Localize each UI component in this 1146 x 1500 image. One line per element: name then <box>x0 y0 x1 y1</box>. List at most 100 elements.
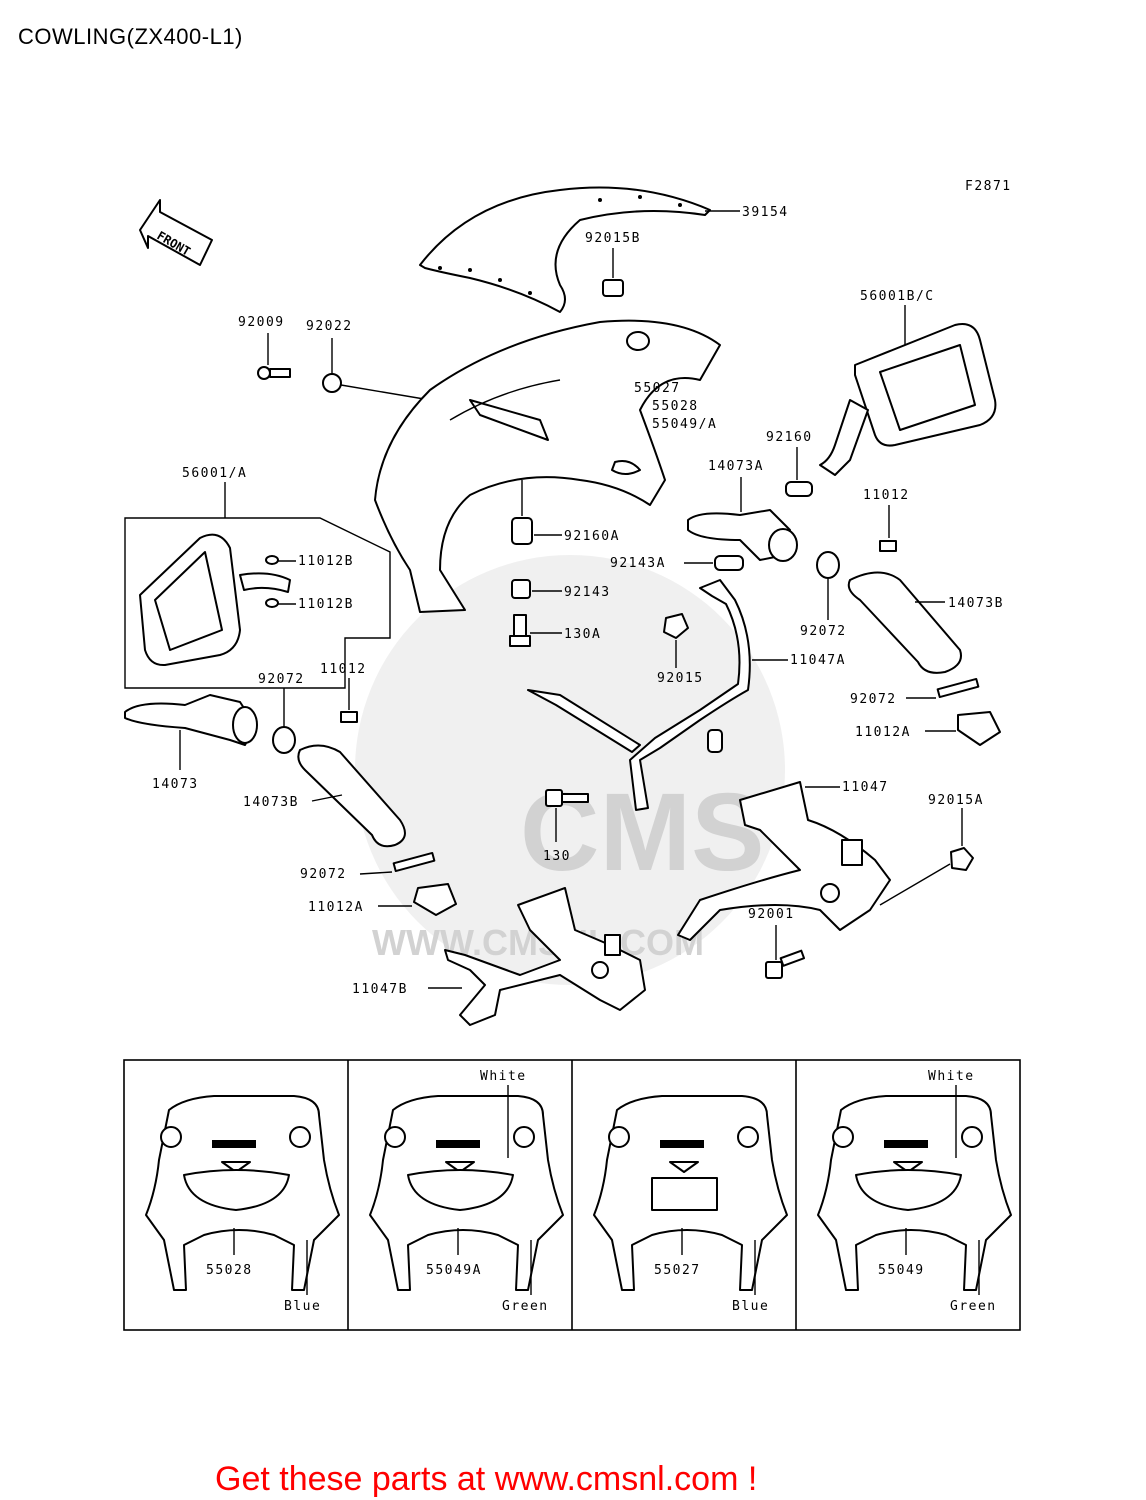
air-intake-icon <box>221 1161 251 1173</box>
headlight-left-icon <box>608 1126 630 1148</box>
upper-cowl-part <box>419 186 711 313</box>
variant-colour-label: Blue <box>732 1299 769 1314</box>
front-arrow-icon: FRONT <box>139 199 213 266</box>
label-11012-left: 11012 <box>320 662 367 677</box>
air-intake-icon <box>893 1161 923 1173</box>
label-14073B-right: 14073B <box>948 596 1004 611</box>
label-55027: 55027 <box>634 381 681 396</box>
number-plate-area <box>855 1169 962 1211</box>
number-plate-area <box>183 1169 290 1211</box>
nut-92015A-part <box>950 847 974 871</box>
label-55028: 55028 <box>652 399 699 414</box>
pin-92072-right-part <box>936 677 980 699</box>
left-mirror-inset <box>124 517 391 689</box>
headlight-right-icon <box>961 1126 983 1148</box>
label-14073A: 14073A <box>708 459 764 474</box>
variant-colour-label: Green <box>502 1299 549 1314</box>
label-14073: 14073 <box>152 777 199 792</box>
variant-part-label: 55049A <box>426 1263 482 1278</box>
badge-logo-icon <box>884 1140 928 1148</box>
variant-colour-label: Blue <box>284 1299 321 1314</box>
air-intake-icon <box>445 1161 475 1173</box>
label-11047A: 11047A <box>790 653 846 668</box>
label-55049A: 55049/A <box>652 417 717 432</box>
label-92160: 92160 <box>766 430 813 445</box>
stay-11047A-part <box>527 579 751 811</box>
hose-14073B-right-part <box>847 571 962 674</box>
color-variants-table <box>123 1059 1021 1331</box>
label-92015B: 92015B <box>585 231 641 246</box>
label-130A: 130A <box>564 627 601 642</box>
clamp-92072-left-part <box>272 726 296 754</box>
label-11047: 11047 <box>842 780 889 795</box>
right-mirror-part <box>819 323 997 476</box>
label-92015A: 92015A <box>928 793 984 808</box>
footer-promo-link[interactable]: Get these parts at www.cmsnl.com ! <box>215 1460 757 1498</box>
label-11012B-1: 11012B <box>298 554 354 569</box>
pad-11012-right-part <box>879 540 897 552</box>
pad-11012-left-part <box>340 711 358 723</box>
bolt-130A-part <box>509 614 531 647</box>
figure-code: F2871 <box>965 179 1012 194</box>
label-92072-right: 92072 <box>800 624 847 639</box>
headlight-left-icon <box>384 1126 406 1148</box>
cap-11012A-right-part <box>957 711 1001 746</box>
headlight-left-icon <box>160 1126 182 1148</box>
label-92015: 92015 <box>657 671 704 686</box>
cap-11012A-left-part <box>413 883 457 916</box>
air-intake-icon <box>669 1161 699 1173</box>
grommet-92160A-part <box>511 517 533 545</box>
pin-92072-left-part <box>392 851 436 873</box>
variant-part-label: 55027 <box>654 1263 701 1278</box>
label-14073B-left: 14073B <box>243 795 299 810</box>
badge-logo-icon <box>436 1140 480 1148</box>
label-92072-left: 92072 <box>258 672 305 687</box>
badge-logo-icon <box>212 1140 256 1148</box>
headlight-right-icon <box>737 1126 759 1148</box>
bolt-130-part <box>545 789 589 807</box>
grommet-92160-part <box>785 481 813 497</box>
label-92009: 92009 <box>238 315 285 330</box>
badge-logo-icon <box>660 1140 704 1148</box>
label-92143: 92143 <box>564 585 611 600</box>
stay-11047-part <box>677 781 891 941</box>
duct-14073-left-part <box>124 694 258 746</box>
duct-14073A-part <box>687 509 798 562</box>
label-130: 130 <box>543 849 571 864</box>
washer-92022-part <box>322 373 342 393</box>
variant-colour-label: Green <box>950 1299 997 1314</box>
bolt-92001-part <box>765 949 806 979</box>
label-11012: 11012 <box>863 488 910 503</box>
label-11012A-right: 11012A <box>855 725 911 740</box>
label-11047B: 11047B <box>352 982 408 997</box>
variant-part-label: 55028 <box>206 1263 253 1278</box>
variant-top-note: White <box>480 1069 527 1084</box>
headlight-right-icon <box>513 1126 535 1148</box>
label-92072-right-2: 92072 <box>850 692 897 707</box>
label-39154: 39154 <box>742 205 789 220</box>
label-92072-left-2: 92072 <box>300 867 347 882</box>
label-11012A-left: 11012A <box>308 900 364 915</box>
nut-92015-part <box>663 613 689 639</box>
label-56001A: 56001/A <box>182 466 247 481</box>
collar-92143A-part <box>714 555 744 571</box>
number-plate-area <box>651 1177 718 1211</box>
label-11012B-2: 11012B <box>298 597 354 612</box>
variant-part-label: 55049 <box>878 1263 925 1278</box>
number-plate-area <box>407 1169 514 1211</box>
stay-11047B-part <box>444 887 646 1026</box>
cms-watermark: CMS WWW.CMSNL.COM <box>355 555 785 985</box>
variant-cell: 55049A Green White <box>369 1069 564 1314</box>
nut-92015B-part <box>602 279 624 297</box>
variant-top-note: White <box>928 1069 975 1084</box>
main-cowling-part <box>374 319 721 613</box>
label-92022: 92022 <box>306 319 353 334</box>
label-92143A: 92143A <box>610 556 666 571</box>
page-title: COWLING(ZX400-L1) <box>18 24 243 49</box>
label-92160A: 92160A <box>564 529 620 544</box>
clamp-92072-right-part <box>816 551 840 579</box>
